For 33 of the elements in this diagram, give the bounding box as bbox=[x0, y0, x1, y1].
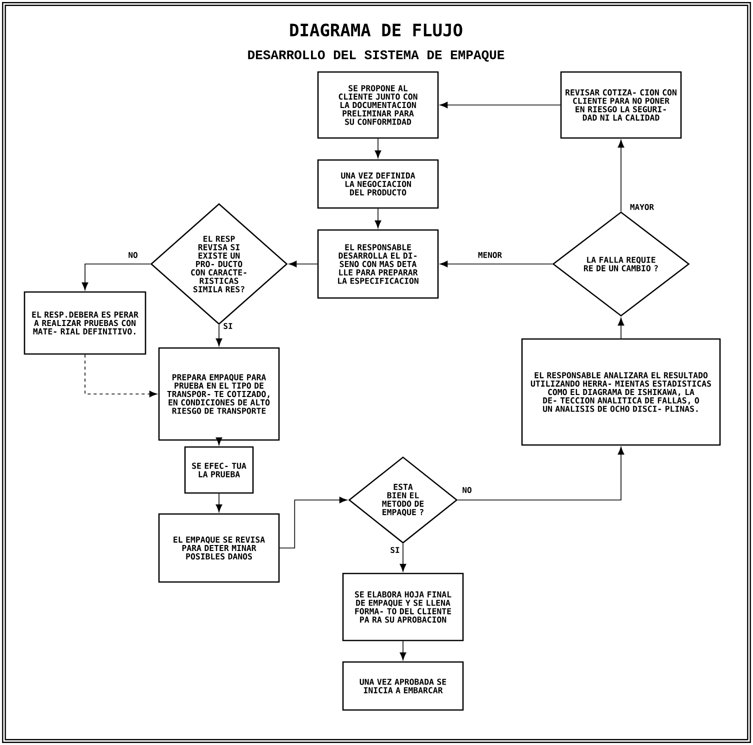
arrow bbox=[216, 324, 222, 346]
arrow bbox=[400, 640, 406, 660]
arrow bbox=[440, 102, 561, 108]
arrow bbox=[216, 493, 222, 512]
edge-label: SI bbox=[389, 546, 401, 554]
arrow bbox=[216, 437, 222, 446]
arrow bbox=[288, 260, 318, 268]
arrow bbox=[618, 318, 624, 339]
arrow bbox=[457, 446, 624, 500]
process-box: EL EMPAQUE SE REVISA PARA DETER MINAR POSIBLES DANOS bbox=[158, 513, 280, 583]
process-box: UNA VEZ APROBADA SE INICIA A EMBARCAR bbox=[342, 661, 464, 711]
arrow bbox=[82, 264, 151, 290]
process-box: SE EFEC- TUA LA PRUEBA bbox=[184, 446, 254, 494]
arrow bbox=[84, 354, 158, 398]
arrow bbox=[618, 140, 624, 212]
process-box: REVISAR COTIZA- CION CON CLIENTE PARA NO PONER EN RIESGO LA SEGURI- DAD NI LA CALIDAD bbox=[560, 71, 682, 139]
title: DIAGRAMA DE FLUJO bbox=[290, 24, 462, 36]
process-box: SE ELABORA HOJA FINAL DE EMPAQUE Y SE LLENA FORMA- TO DEL CLIENTE PA RA SU APROBACION bbox=[342, 572, 464, 642]
process-box: SE PROPONE AL CLIENTE JUNTO CON LA DOCUMENTACION PRELIMINAR PARA SU CONFORMIDAD bbox=[317, 71, 439, 139]
process-box: PREPARA EMPAQUE PARA PRUEBA EN EL TIPO DE TRANSPOR- TE COTIZADO, EN CONDICIONES DE ALTO RIESGO DE TRANSPORTE bbox=[158, 347, 280, 441]
arrow bbox=[440, 260, 553, 268]
edge-label: MENOR bbox=[476, 250, 504, 260]
arrow bbox=[374, 138, 382, 158]
process-box: EL RESP.DEBERA ES PERAR A REALIZAR PRUEBAS CON MATE- RIAL DEFINITIVO. bbox=[24, 291, 146, 355]
edge-label: NO bbox=[127, 250, 139, 260]
edge-label: NO bbox=[461, 486, 473, 494]
process-box: EL RESPONSABLE DESARROLLA EL DI- SENO CON MAS DETA LLE PARA PREPARAR LA ESPECIFICACION bbox=[317, 229, 439, 299]
edge-label: MAYOR bbox=[628, 202, 656, 212]
arrow bbox=[374, 208, 382, 228]
process-box: EL RESPONSABLE ANALIZARA EL RESULTADO UTILIZANDO HERRA- MIENTAS ESTADISTICAS COMO EL DIAGRAMA DE ISHIKAWA, LA DE- TECCION ANALITICA DE FALLAS, O UN ANALISIS DE OCHO DISCI- PLINAS. bbox=[521, 338, 721, 446]
process-box: UNA VEZ DEFINIDA LA NEGOCIACION DEL PRODUCTO bbox=[317, 159, 439, 209]
arrow bbox=[400, 543, 406, 572]
arrow bbox=[279, 496, 348, 548]
